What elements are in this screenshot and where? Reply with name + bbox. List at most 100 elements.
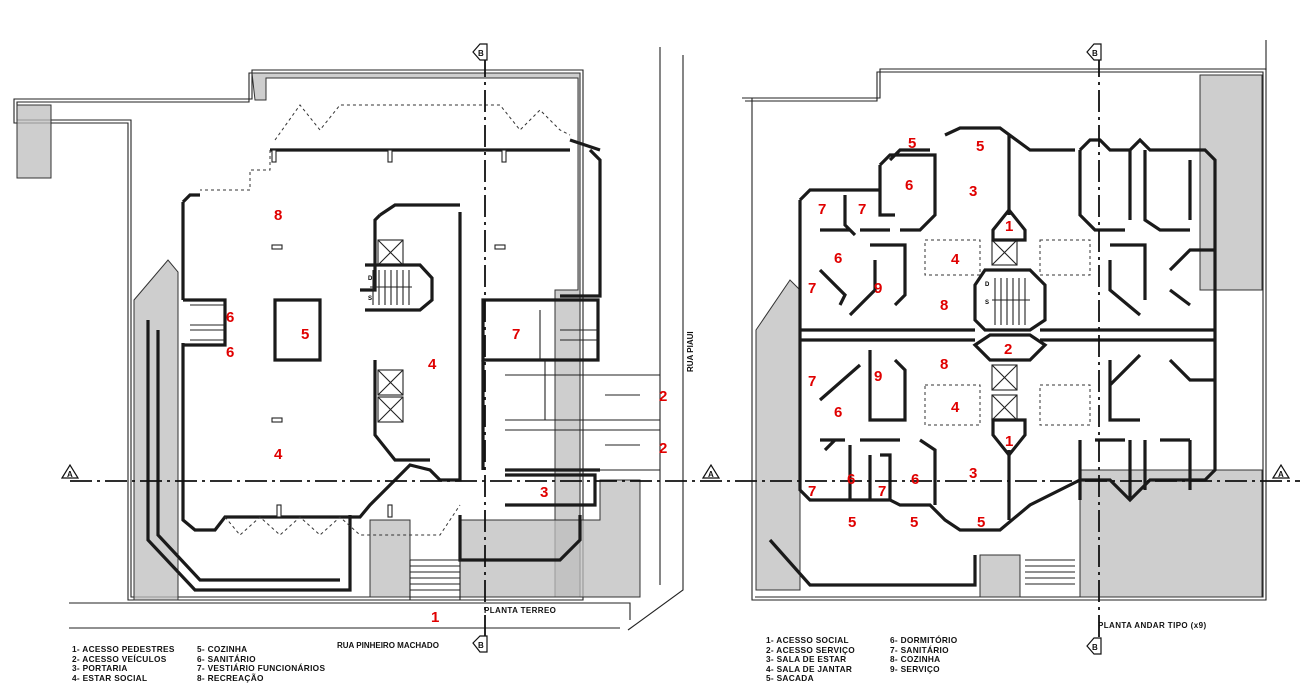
entrance-steps-typical — [1025, 559, 1075, 585]
garden-south-2 — [459, 479, 641, 598]
room-number: 3 — [540, 484, 548, 501]
legend-item: 9- SERVIÇO — [890, 663, 940, 674]
garden-patch-nw — [16, 104, 52, 179]
typical-floor-legend-col2: 6- DORMITÓRIO 7- SANITÁRIO 8- COZINHA 9-… — [890, 635, 958, 674]
street-name-right: RUA PIAUI — [686, 331, 695, 372]
room-number: 6 — [847, 471, 855, 488]
garden-west-typical — [755, 279, 801, 591]
terrace-wall-sw — [146, 320, 352, 592]
legend-item: 6- DORMITÓRIO — [890, 635, 958, 645]
room-number: 2 — [659, 388, 667, 405]
ground-floor-plan: D S B B A 8 6 6 — [13, 43, 700, 653]
locker-partitions — [539, 310, 598, 360]
room-number: 5 — [977, 514, 985, 531]
room-number: 7 — [512, 326, 520, 343]
svg-text:A: A — [1278, 470, 1284, 479]
section-mark-a-ground: A — [60, 463, 80, 479]
room-number: 6 — [226, 344, 234, 361]
room-number: 1 — [431, 609, 439, 626]
room-number: 5 — [848, 514, 856, 531]
room-number: 7 — [808, 373, 816, 390]
parking-lines — [505, 360, 660, 471]
svg-text:B: B — [478, 49, 484, 58]
legend-item: 4- SALA DE JANTAR — [766, 663, 853, 674]
elevator-3-cross — [377, 396, 404, 423]
room-number: 5 — [908, 135, 916, 152]
columns — [271, 149, 507, 518]
legend-item: 1- ACESSO SOCIAL — [766, 635, 849, 645]
kitchen-block — [273, 298, 322, 362]
legend-item: 4- ESTAR SOCIAL — [72, 672, 148, 683]
room-number: 3 — [969, 465, 977, 482]
street-edge-2 — [627, 55, 684, 631]
social-lobby-south — [991, 418, 1027, 458]
room-number: 1 — [1005, 433, 1013, 450]
legend-item: 8- COZINHA — [890, 654, 941, 665]
svg-text:B: B — [1092, 643, 1098, 652]
ground-floor-legend-col2: 5- COZINHA 6- SANITÁRIO 7- VESTIÁRIO FUN… — [197, 644, 325, 683]
canopy-outline-north — [200, 104, 571, 191]
elevator-cross — [991, 394, 1018, 421]
building-outline-typical — [798, 126, 1217, 532]
room-number: 4 — [951, 399, 960, 416]
central-corridor-walls — [800, 328, 1215, 342]
terrace-wall-typical — [768, 538, 977, 587]
west-unit-walls — [818, 153, 937, 505]
core-wall-bottom — [373, 360, 430, 462]
sidewalk-line — [69, 602, 631, 620]
legend-item: 2- ACESSO SERVIÇO — [766, 644, 856, 655]
porter-booth — [505, 473, 597, 507]
room-number: 6 — [834, 404, 842, 421]
vehicle-access-arrows — [605, 394, 640, 446]
room-number: 7 — [878, 483, 886, 500]
legend-item: 5- COZINHA — [197, 644, 248, 654]
restroom-block — [183, 298, 227, 347]
room-number: 8 — [274, 207, 282, 224]
garden-east-typical — [1199, 74, 1263, 291]
stair-up-label: S — [985, 300, 989, 306]
room-number: 7 — [808, 280, 816, 297]
garden-se-typical — [1079, 469, 1263, 598]
locker-block — [481, 298, 600, 362]
room-number: 4 — [951, 251, 960, 268]
section-mark-a-left-typical: A — [701, 463, 721, 479]
legend-item: 2- ACESSO VEÍCULOS — [72, 653, 167, 664]
room-number: 7 — [818, 201, 826, 218]
section-mark-b-bottom-ground: B — [472, 635, 488, 653]
stair-down-label: D — [368, 276, 373, 282]
elevator-2-cross — [377, 369, 404, 396]
social-lobby-north — [991, 207, 1027, 242]
section-mark-b-top-typical: B — [1086, 43, 1102, 61]
elevator-cross — [991, 364, 1018, 391]
room-number: 8 — [940, 297, 948, 314]
room-number: 3 — [969, 183, 977, 200]
typical-floor-title: PLANTA ANDAR TIPO (x9) — [1098, 621, 1207, 630]
ground-floor-title: PLANTA TERREO — [484, 606, 556, 615]
room-number: 4 — [274, 446, 283, 463]
typical-floor-legend-col1: 1- ACESSO SOCIAL 2- ACESSO SERVIÇO 3- SA… — [766, 635, 856, 684]
elevator-cross — [991, 239, 1018, 266]
section-mark-b-bottom-typical: B — [1086, 637, 1102, 655]
stair-down-label: D — [985, 282, 990, 288]
svg-text:B: B — [478, 641, 484, 650]
east-unit-walls — [1078, 150, 1215, 500]
canopy-outline-south — [224, 504, 461, 536]
svg-text:A: A — [708, 470, 714, 479]
lot-boundary — [13, 69, 584, 601]
room-number: 5 — [301, 326, 309, 343]
legend-item: 8- RECREAÇÃO — [197, 672, 264, 683]
legend-item: 3- SALA DE ESTAR — [766, 654, 847, 665]
garden-south-1 — [369, 519, 411, 598]
garden-south-typical — [979, 554, 1021, 598]
service-hall — [972, 333, 1048, 362]
room-number: 9 — [874, 280, 882, 297]
stair-treads-typical — [992, 278, 1030, 325]
garden-north-east — [251, 72, 581, 598]
stair-treads — [370, 270, 412, 305]
typical-floor-plan: D S B B A A — [700, 40, 1300, 655]
room-number: 7 — [858, 201, 866, 218]
room-number: 6 — [834, 250, 842, 267]
garden-west — [133, 259, 179, 601]
room-number: 4 — [428, 356, 437, 373]
